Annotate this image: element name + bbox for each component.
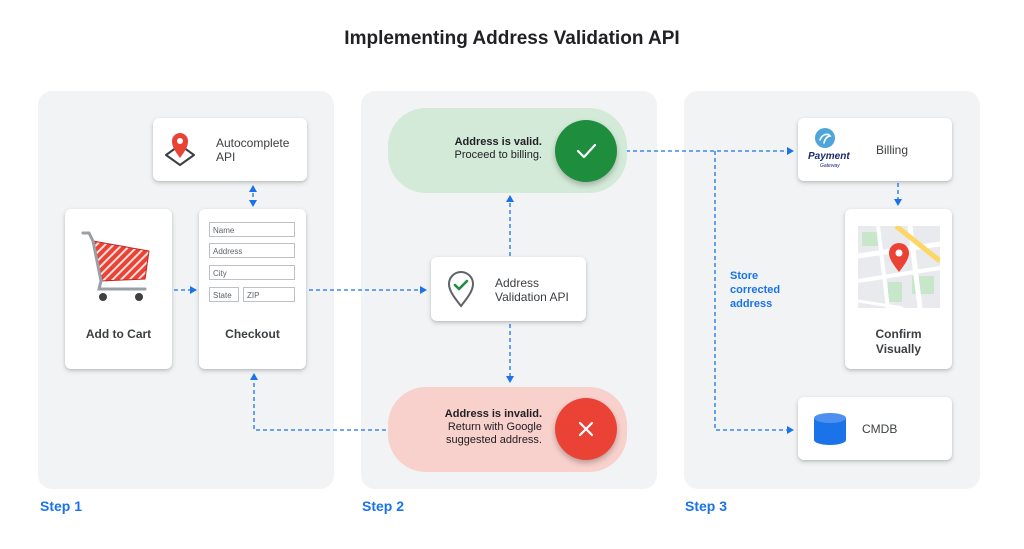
payment-logo-text: Payment	[808, 151, 850, 162]
valid-check-circle	[555, 120, 617, 182]
autocomplete-api-card: Autocomplete API	[153, 118, 307, 181]
arrow-store-to-cmdb	[714, 151, 794, 434]
location-check-icon	[447, 271, 475, 308]
add-to-cart-label: Add to Cart	[85, 327, 152, 341]
state-field: State	[209, 287, 239, 302]
step3-label: Step 3	[685, 498, 728, 514]
map-icon	[858, 226, 940, 308]
address-validation-api-card: Address Validation API	[431, 257, 586, 321]
name-field: Name	[209, 222, 295, 237]
close-icon	[578, 421, 594, 437]
billing-label: Billing	[876, 143, 909, 157]
autocomplete-label: Autocomplete API	[216, 136, 290, 164]
database-icon	[814, 413, 846, 445]
confirm-visually-label: Confirm Visually	[875, 327, 922, 356]
city-field: City	[209, 265, 295, 280]
checkout-label: Checkout	[225, 327, 280, 341]
checkout-card: Name Address City State ZIP Checkout	[199, 209, 306, 369]
address-validation-api-label: Address Validation API	[495, 276, 569, 304]
cmdb-card: CMDB	[798, 397, 952, 460]
address-invalid-line1: Return with Google	[447, 421, 542, 433]
address-field: Address	[209, 243, 295, 258]
address-valid-line: Proceed to billing.	[454, 149, 542, 161]
payment-gateway-logo-icon	[815, 128, 835, 148]
shopping-cart-icon	[81, 231, 150, 301]
confirm-visually-card: Confirm Visually	[845, 209, 952, 369]
check-icon	[576, 143, 597, 159]
address-valid-title: Address is valid.	[454, 136, 542, 148]
billing-card: Payment Gateway Billing	[798, 118, 952, 181]
zip-field: ZIP	[243, 287, 295, 302]
store-corrected-address-label: Store corrected address	[730, 270, 781, 310]
cmdb-label: CMDB	[862, 422, 898, 436]
add-to-cart-card: Add to Cart	[65, 209, 172, 369]
arrow-invalid-to-checkout	[250, 373, 386, 431]
gateway-logo-text: Gateway	[820, 163, 840, 169]
step2-label: Step 2	[362, 498, 405, 514]
address-invalid-text: Address is invalid. Return with Google s…	[445, 408, 542, 447]
invalid-x-circle	[555, 398, 617, 460]
address-invalid-line2: suggested address.	[445, 434, 542, 446]
address-valid-text: Address is valid. Proceed to billing.	[455, 136, 542, 162]
step1-label: Step 1	[40, 498, 83, 514]
address-invalid-title: Address is invalid.	[444, 408, 542, 420]
diagram-title: Implementing Address Validation API	[344, 28, 680, 49]
map-pin-icon	[165, 133, 195, 166]
